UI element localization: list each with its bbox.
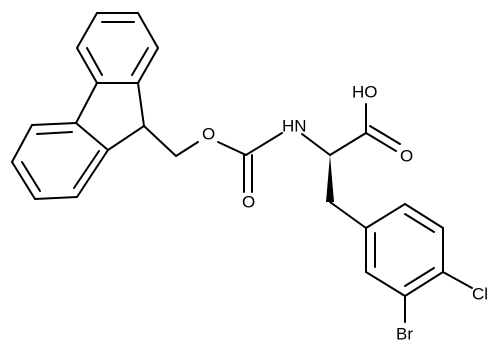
wedge-bond xyxy=(326,155,334,202)
double-bond xyxy=(36,131,73,135)
bond xyxy=(75,122,109,151)
bond xyxy=(329,201,367,229)
bond xyxy=(31,122,77,126)
fluorene-upper-ring xyxy=(76,12,159,84)
bond xyxy=(137,82,145,127)
bond xyxy=(442,271,473,289)
bond xyxy=(365,132,397,152)
bond xyxy=(34,196,78,200)
chlorine-label: Cl xyxy=(472,285,488,304)
double-bond xyxy=(73,150,100,189)
bond xyxy=(11,161,36,200)
bond xyxy=(75,82,98,124)
bond xyxy=(365,203,406,229)
bond xyxy=(76,12,98,49)
bond xyxy=(76,149,109,198)
bond xyxy=(404,203,444,229)
ester-oxygen-label: O xyxy=(202,125,215,144)
fluorene-lower-ring xyxy=(11,122,109,200)
bond xyxy=(137,47,159,84)
bond xyxy=(329,132,367,156)
fmoc-linker xyxy=(143,125,283,193)
carbamate-oxygen-label: O xyxy=(242,193,255,212)
fluorene-five-ring xyxy=(75,82,145,151)
double-bond xyxy=(21,161,41,192)
double-bond xyxy=(86,47,103,76)
acid-carbonyl-oxygen-label: O xyxy=(400,147,413,166)
double-bond xyxy=(131,47,149,76)
bond xyxy=(404,271,444,297)
bond xyxy=(143,125,177,157)
bond xyxy=(365,271,406,297)
bond xyxy=(175,141,199,157)
bond xyxy=(107,125,145,151)
amino-acid-backbone xyxy=(301,103,401,229)
bond xyxy=(369,125,401,145)
double-bond xyxy=(404,213,435,233)
bond xyxy=(11,124,33,163)
bond xyxy=(217,141,247,156)
bond xyxy=(76,47,98,84)
amine-label: HN xyxy=(282,117,307,136)
hydroxyl-label: HO xyxy=(352,83,378,102)
bond xyxy=(301,133,331,156)
bond xyxy=(137,12,159,49)
bond xyxy=(245,132,283,156)
halophenyl-ring xyxy=(365,203,473,323)
double-bond xyxy=(404,267,435,287)
bromine-label: Br xyxy=(396,325,413,344)
